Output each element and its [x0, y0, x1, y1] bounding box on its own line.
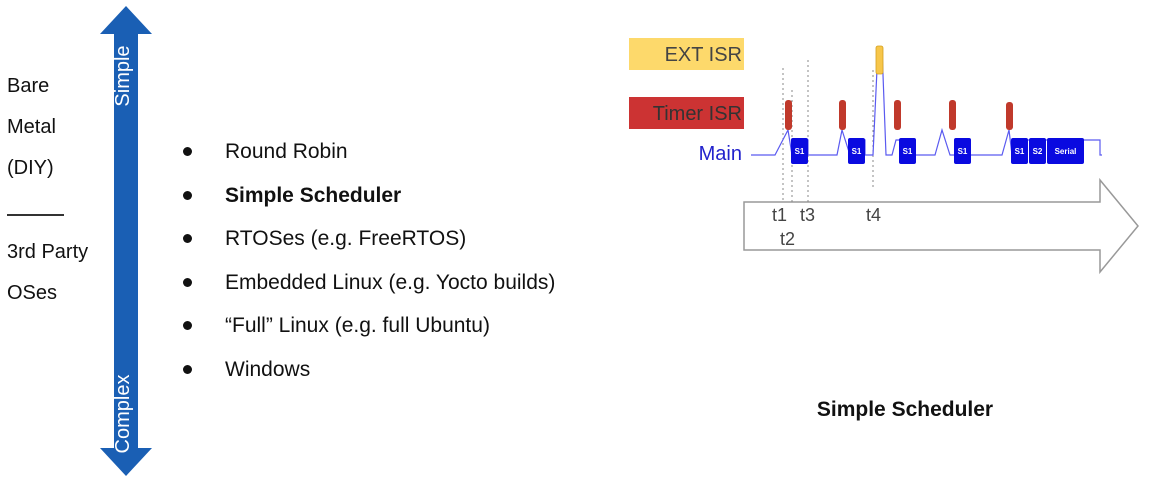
label-bare: Bare	[7, 75, 50, 97]
timer-isr-label-box	[629, 97, 744, 129]
axis-label-complex: Complex	[112, 374, 134, 454]
label-diy: (DIY)	[7, 157, 54, 179]
timer-isr-label: Timer ISR	[653, 103, 742, 125]
ext-isr-pulse	[875, 45, 884, 75]
category-divider	[7, 214, 64, 216]
timer-pulse	[1006, 102, 1013, 130]
main-label: Main	[699, 143, 742, 165]
task-box-label: S1	[903, 147, 913, 156]
task-box: S2	[1029, 138, 1046, 164]
scheduler-timing-diagram: EXT ISR Timer ISR Main S1 S1 S1 S1 S1 S2	[629, 38, 1139, 275]
timer-pulse	[785, 100, 792, 130]
time-marker-label: t1	[772, 205, 787, 225]
task-box: S1	[848, 138, 865, 164]
timer-pulse	[839, 100, 846, 130]
axis-arrow-shape	[100, 6, 152, 476]
time-marker-label: t3	[800, 205, 815, 225]
list-item: Simple Scheduler	[180, 174, 555, 218]
label-metal: Metal	[7, 116, 56, 138]
timeline-arrow	[743, 177, 1139, 275]
task-box-label: S1	[958, 147, 968, 156]
time-marker-label: t2	[780, 229, 795, 249]
ext-isr-label-box	[629, 38, 744, 70]
task-box: S1	[791, 138, 808, 164]
complexity-axis-arrow	[100, 6, 152, 476]
bullet-icon	[183, 321, 192, 331]
list-item-label: Round Robin	[225, 140, 348, 163]
timer-pulse	[949, 100, 956, 130]
list-item-label: Windows	[225, 357, 311, 381]
bullet-icon	[183, 190, 192, 200]
list-item-label: Simple Scheduler	[225, 183, 402, 207]
os-category-labels: Bare Metal (DIY) 3rd Party OSes	[7, 66, 88, 314]
task-box-label: S1	[795, 147, 805, 156]
task-box-label: S1	[852, 147, 862, 156]
list-item-label: Embedded Linux (e.g. Yocto builds)	[225, 270, 556, 294]
task-box-label: Serial	[1055, 147, 1077, 156]
list-item-label: “Full” Linux (e.g. full Ubuntu)	[225, 314, 490, 338]
axis-label-simple: Simple	[112, 45, 134, 107]
list-item: Embedded Linux (e.g. Yocto builds)	[180, 261, 555, 305]
list-item: RTOSes (e.g. FreeRTOS)	[180, 217, 555, 261]
bullet-icon	[183, 277, 192, 287]
list-item: “Full” Linux (e.g. full Ubuntu)	[180, 304, 555, 348]
task-box: Serial	[1047, 138, 1084, 164]
list-item: Round Robin	[180, 130, 555, 174]
list-item-label: RTOSes (e.g. FreeRTOS)	[225, 227, 467, 251]
os-options-list: Round Robin Simple Scheduler RTOSes (e.g…	[180, 130, 555, 392]
task-box-label: S2	[1033, 147, 1043, 156]
timer-pulse	[894, 100, 901, 130]
bullet-icon	[183, 147, 192, 156]
list-item: Windows	[180, 348, 555, 392]
label-oses: OSes	[7, 281, 58, 304]
task-box: S1	[1011, 138, 1028, 164]
bullet-icon	[183, 234, 192, 244]
label-third-party: 3rd Party	[7, 240, 89, 263]
task-box-label: S1	[1015, 147, 1025, 156]
bullet-icon	[183, 364, 192, 374]
diagram-caption: Simple Scheduler	[816, 398, 994, 421]
ext-isr-label: EXT ISR	[665, 44, 742, 66]
task-box: S1	[899, 138, 916, 164]
time-marker-label: t4	[866, 205, 881, 225]
task-box: S1	[954, 138, 971, 164]
